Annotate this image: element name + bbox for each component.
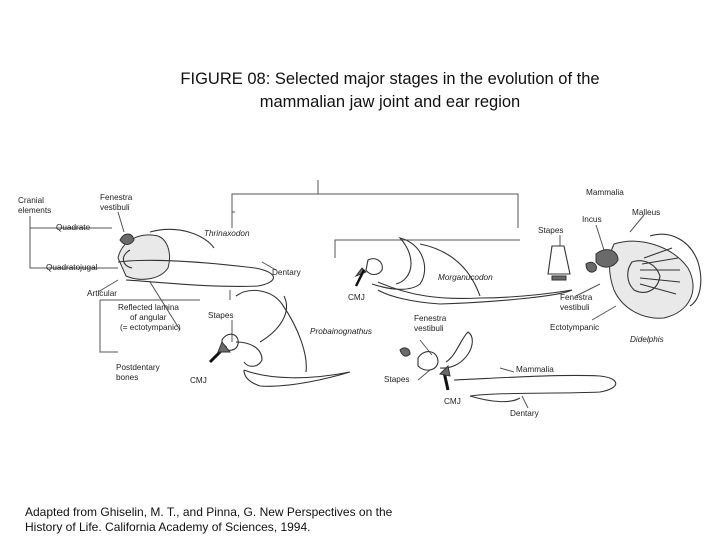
- mammalia-jaw: [399, 331, 617, 403]
- stapes-label-probainognathus: Stapes: [208, 311, 234, 320]
- probainognathus-label: Probainognathus: [310, 327, 372, 336]
- reflected-lamina-label-2: of angular: [130, 313, 167, 322]
- cmj-label-morganucodon: CMJ: [348, 293, 365, 302]
- source-credit-line-2: History of Life. California Academy of S…: [25, 520, 311, 534]
- didelphis-label: Didelphis: [630, 335, 664, 344]
- mammalia-label-jaw: Mammalia: [516, 365, 554, 374]
- figure-title-line-2: mammalian jaw joint and ear region: [259, 93, 521, 111]
- dentary-label-lower: Dentary: [510, 409, 540, 418]
- figure-title: FIGURE 08: Selected major stages in the …: [60, 68, 720, 114]
- diagram-labels: Cranial elements Fenestra vestibuli Quad…: [18, 188, 664, 418]
- articular-label: Articular: [87, 289, 117, 298]
- quadrate-label: Quadrate: [56, 223, 91, 232]
- source-credit-line-1: Adapted from Ghiselin, M. T., and Pinna,…: [25, 505, 393, 519]
- malleus-label: Malleus: [632, 208, 660, 217]
- fenestra-vestibuli-label-2: vestibuli: [100, 203, 130, 212]
- cmj-label-probainognathus: CMJ: [190, 376, 207, 385]
- fenestra-vestibuli-label-1: Fenestra: [100, 193, 133, 202]
- incus-label: Incus: [582, 215, 602, 224]
- cranial-elements-label-2: elements: [18, 206, 51, 215]
- stapes-label-top: Stapes: [538, 226, 564, 235]
- fenestra-vestibuli-label-right-2: vestibuli: [560, 303, 590, 312]
- cranial-elements-label-1: Cranial: [18, 196, 44, 205]
- probainognathus-jaw: [208, 289, 351, 387]
- quadratojugal-label: Quadratojugal: [46, 263, 98, 272]
- leader-lines: [29, 211, 645, 409]
- thrinaxodon-label: Thrinaxodon: [204, 229, 250, 238]
- dentary-label-upper: Dentary: [272, 268, 302, 277]
- stapes-illustration: [547, 245, 571, 281]
- figure-title-line-1: FIGURE 08: Selected major stages in the …: [180, 70, 600, 88]
- morganucodon-label: Morganucodon: [438, 273, 493, 282]
- postdentary-bones-label-1: Postdentary: [116, 363, 161, 372]
- fenestra-vestibuli-label-mid-2: vestibuli: [414, 324, 444, 333]
- mammalia-label-top: Mammalia: [586, 188, 624, 197]
- stapes-label-mammalia: Stapes: [384, 375, 410, 384]
- thrinaxodon-skull: [117, 228, 274, 287]
- reflected-lamina-label-3: (= ectotympanic): [120, 323, 181, 332]
- fenestra-vestibuli-label-mid-1: Fenestra: [414, 314, 447, 323]
- didelphis-ear-region: [585, 233, 702, 319]
- ectotympanic-label: Ectotympanic: [550, 323, 599, 332]
- reflected-lamina-label-1: Reflected lamina: [118, 303, 179, 312]
- cladogram-lines: [229, 180, 520, 300]
- cmj-label-mammalia: CMJ: [444, 397, 461, 406]
- source-credit: Adapted from Ghiselin, M. T., and Pinna,…: [25, 505, 392, 535]
- postdentary-bones-label-2: bones: [116, 373, 138, 382]
- fenestra-vestibuli-label-right-1: Fenestra: [560, 293, 593, 302]
- morganucodon-jaw: [354, 237, 573, 305]
